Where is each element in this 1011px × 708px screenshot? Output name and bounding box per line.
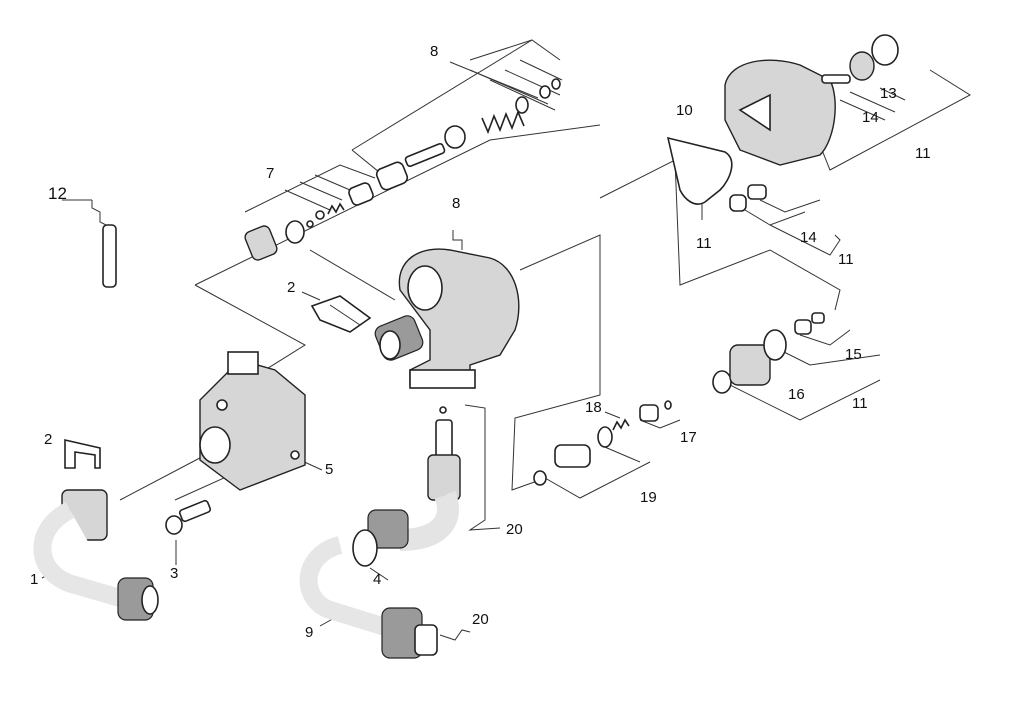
callout-11-seal: 11 (696, 235, 712, 252)
valve-parts-15 (794, 312, 825, 335)
fitting-part-20 (367, 406, 461, 551)
callout-12: 12 (48, 184, 67, 203)
callout-16: 16 (788, 386, 805, 403)
elbow-pipe-part-1 (33, 489, 159, 621)
callout-2-bottom: 2 (44, 431, 53, 448)
callout-20-mid: 20 (506, 521, 523, 538)
elbow-pipe-part-9 (299, 529, 438, 659)
callout-11-head: 11 (915, 145, 931, 162)
clip-part-2-top (310, 295, 372, 333)
callout-17: 17 (680, 429, 697, 446)
valve-parts-14 (729, 184, 767, 212)
seal-ring-part-10 (666, 136, 733, 205)
hose-part-12 (65, 76, 189, 288)
callout-9: 9 (305, 624, 314, 641)
callout-15: 15 (845, 346, 862, 363)
clip-part-2-bottom (64, 438, 101, 469)
callout-14-mid: 14 (800, 229, 817, 246)
valve-parts-7 (244, 182, 374, 261)
callout-19: 19 (640, 489, 657, 506)
callout-18: 18 (585, 399, 602, 416)
callout-7: 7 (266, 165, 275, 182)
callout-10: 10 (676, 102, 693, 119)
pump-head-body (374, 248, 520, 389)
callout-14-top: 14 (862, 109, 879, 126)
callout-2-top: 2 (287, 279, 296, 296)
valve-parts-17-18 (612, 400, 672, 431)
cylinder-head-part-11 (724, 34, 899, 166)
valve-parts-8 (375, 78, 561, 191)
callout-4: 4 (373, 571, 382, 588)
callout-11-mid: 11 (838, 251, 854, 268)
callout-8-top: 8 (430, 43, 439, 60)
valve-parts-19 (533, 426, 613, 486)
valve-parts-16 (712, 329, 787, 394)
callout-3: 3 (170, 565, 179, 582)
callout-20-bottom: 20 (472, 611, 489, 628)
callout-13: 13 (880, 85, 897, 102)
callout-5: 5 (325, 461, 334, 478)
housing-part-5 (199, 351, 306, 491)
callout-11-lower: 11 (852, 395, 868, 412)
callout-8-mid: 8 (452, 195, 461, 212)
callout-1: 1 (30, 571, 39, 588)
bolt-part-3 (165, 499, 212, 535)
